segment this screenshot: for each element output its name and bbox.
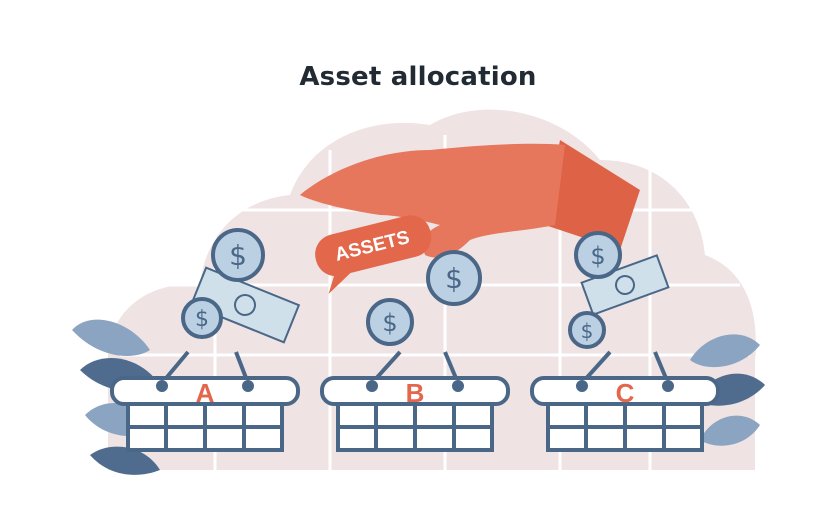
basket-icon xyxy=(110,350,300,452)
coin-icon: $ xyxy=(211,228,265,282)
hand-icon xyxy=(300,140,640,258)
banknote-icon xyxy=(189,266,301,344)
basket-icon xyxy=(530,350,720,452)
coin-icon: $ xyxy=(574,231,622,279)
coin-icon: $ xyxy=(568,311,606,349)
svg-text:$: $ xyxy=(581,319,594,343)
basket-b: B xyxy=(320,350,510,452)
basket-c: C xyxy=(530,350,720,452)
svg-text:$: $ xyxy=(229,239,247,272)
basket-a-label: A xyxy=(196,378,215,408)
basket-a: A xyxy=(110,350,300,452)
svg-text:$: $ xyxy=(445,262,463,295)
assets-tag xyxy=(315,215,432,294)
svg-text:$: $ xyxy=(195,307,209,332)
coin-icon: $ xyxy=(426,250,482,306)
coin-icon: $ xyxy=(181,297,223,339)
banknote-icon xyxy=(580,254,670,316)
basket-c-label: C xyxy=(616,378,635,408)
basket-b-label: B xyxy=(406,378,425,408)
page-title: Asset allocation xyxy=(299,62,537,92)
basket-icon xyxy=(320,350,510,452)
svg-text:$: $ xyxy=(590,242,605,270)
coin-icon: $ xyxy=(366,298,414,346)
svg-text:$: $ xyxy=(382,309,397,337)
